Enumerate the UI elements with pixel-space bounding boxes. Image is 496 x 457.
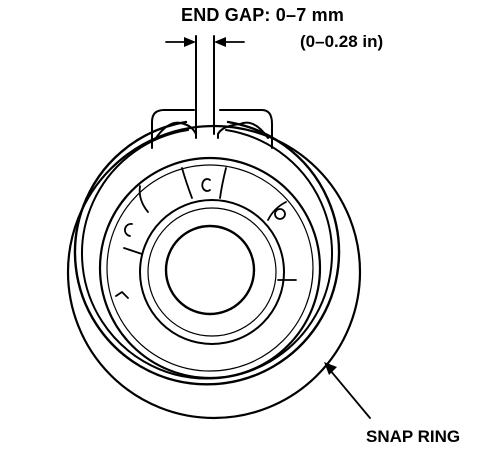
- snap-ring-outer: [73, 120, 341, 386]
- bearing-ball: [115, 291, 129, 299]
- bearing-ball: [274, 208, 286, 220]
- bearing-bore: [164, 224, 256, 316]
- ball-cage-divider: [219, 167, 227, 199]
- snap-ring-inner: [81, 129, 333, 380]
- snap-ring-leader-arrow: [324, 362, 337, 375]
- housing-lug: [151, 109, 273, 149]
- bearing-inner-race: [139, 199, 285, 345]
- ball-cage-divider: [267, 201, 287, 221]
- end-gap-label: END GAP: 0–7 mm: [181, 5, 345, 25]
- gap-arrow-right: [214, 37, 245, 47]
- end-gap-inch-label: (0–0.28 in): [300, 32, 384, 51]
- snap-ring-end-right: [217, 121, 269, 139]
- ball-cage-divider: [123, 247, 143, 255]
- gap-arrow-left: [165, 37, 196, 47]
- snap-ring-leader: [329, 369, 371, 419]
- bearing-ball: [201, 178, 211, 192]
- snap-ring-label: SNAP RING: [366, 427, 461, 446]
- bearing-inner-race-edge: [147, 207, 277, 337]
- bearing-ball: [124, 223, 133, 237]
- bearing-outer-race: [98, 156, 322, 380]
- housing-bore: [66, 124, 362, 420]
- ball-cage-divider: [138, 185, 149, 213]
- bearing-outer-race-edge: [106, 164, 314, 372]
- ball-cage-divider: [181, 167, 193, 199]
- snap-ring-end-left: [155, 121, 197, 139]
